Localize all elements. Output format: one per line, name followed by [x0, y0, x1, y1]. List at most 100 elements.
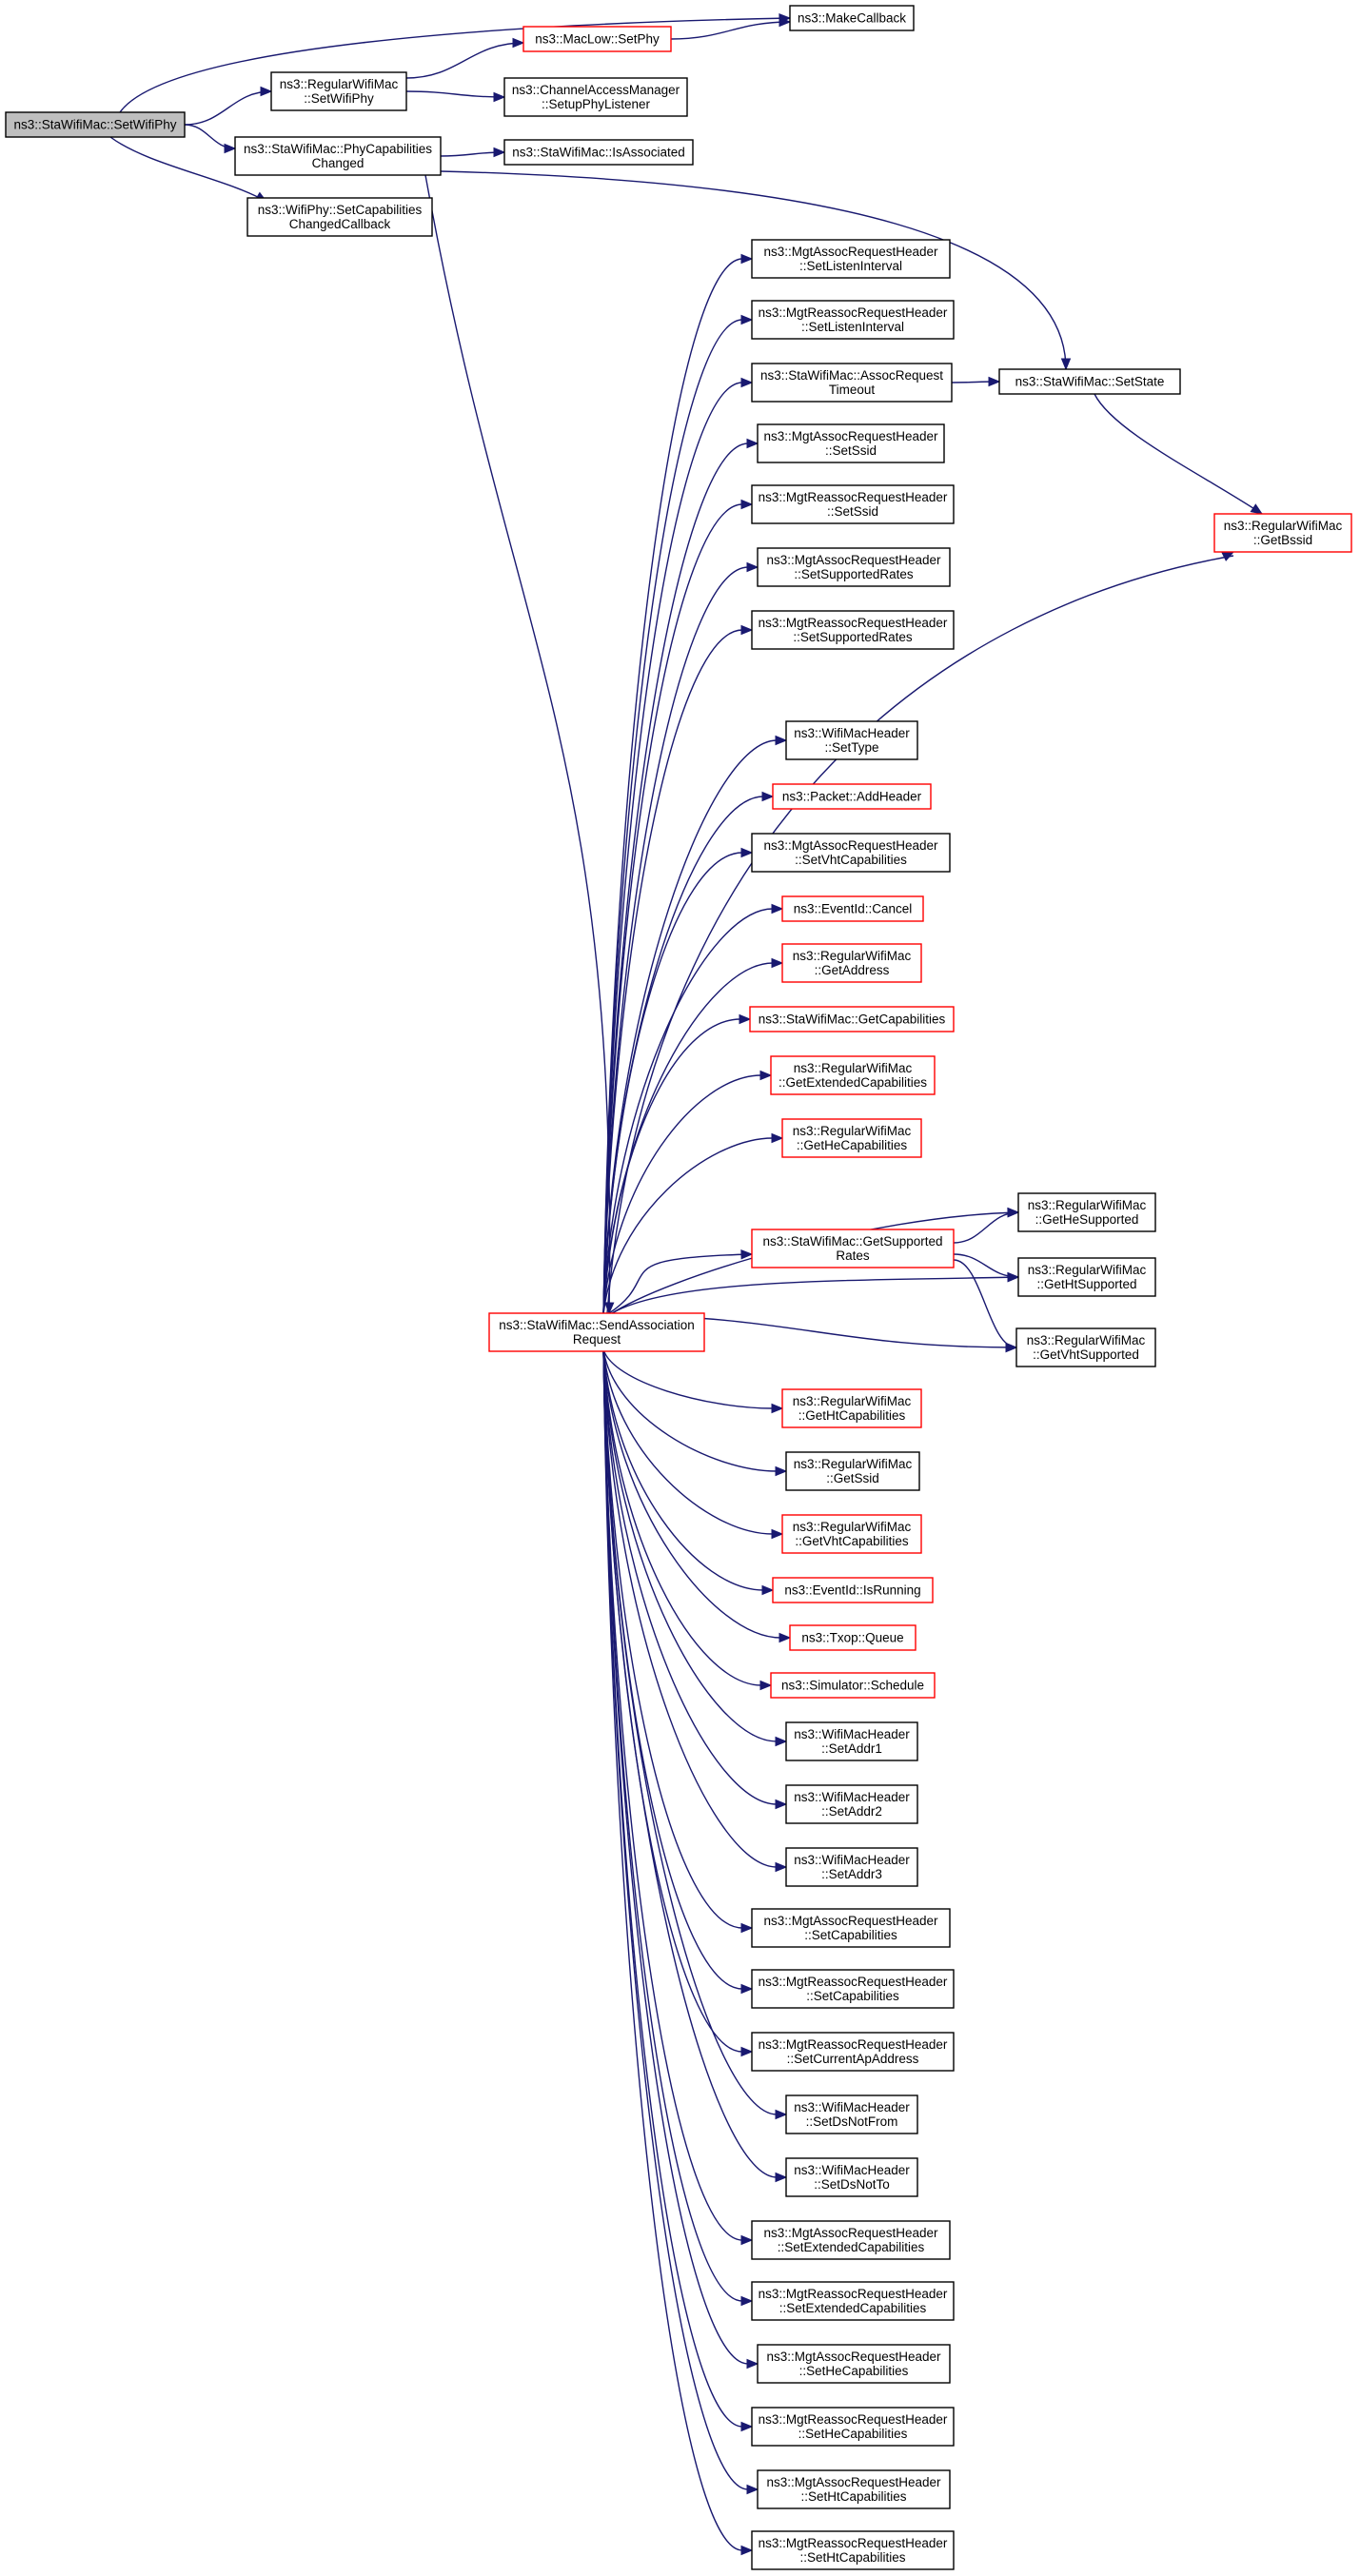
node-label: ns3::MgtReassocRequestHeader	[759, 616, 948, 630]
node-ns3-stawifimac-isassociated[interactable]: ns3::StaWifiMac::IsAssociated	[503, 139, 694, 166]
node-ns3-regularwifimac-getvhtsupported[interactable]: ns3::RegularWifiMac::GetVhtSupported	[1015, 1327, 1156, 1367]
node-ns3-regularwifimac-getvhtcapabilities[interactable]: ns3::RegularWifiMac::GetVhtCapabilities	[781, 1514, 922, 1554]
node-label: ns3::RegularWifiMac	[1027, 1333, 1146, 1347]
edge-n8-n10	[606, 555, 1234, 1314]
node-box	[785, 720, 918, 760]
node-label: ns3::MgtReassocRequestHeader	[759, 1975, 948, 1989]
node-label: ns3::MgtReassocRequestHeader	[759, 2287, 948, 2301]
edge-n8-c36	[602, 1348, 743, 2551]
node-ns3-wifimacheader-setdsnotfrom[interactable]: ns3::WifiMacHeader::SetDsNotFrom	[785, 2094, 918, 2134]
node-ns3-stawifimac-setstate[interactable]: ns3::StaWifiMac::SetState	[998, 368, 1181, 395]
node-ns3-wifimacheader-setdsnotto[interactable]: ns3::WifiMacHeader::SetDsNotTo	[785, 2157, 918, 2197]
node-ns3-regularwifimac-getaddress[interactable]: ns3::RegularWifiMac::GetAddress	[781, 943, 922, 983]
arrowhead	[771, 1132, 784, 1144]
node-ns3-wifiphy-setcapabilitieschangedcallback[interactable]: ns3::WifiPhy::SetCapabilitiesChangedCall…	[246, 197, 433, 237]
node-label: ::SetAddr2	[821, 1804, 882, 1819]
node-ns3-makecallback[interactable]: ns3::MakeCallback	[789, 5, 915, 31]
node-ns3-regularwifimac-getextendedcapabilities[interactable]: ns3::RegularWifiMac::GetExtendedCapabili…	[770, 1055, 936, 1095]
node-ns3-stawifimac-getcapabilities[interactable]: ns3::StaWifiMac::GetCapabilities	[749, 1006, 955, 1032]
node-box	[770, 1055, 936, 1095]
node-box	[751, 2032, 955, 2072]
node-label: ::GetHtCapabilities	[798, 1408, 906, 1423]
edge-n8-c11	[602, 908, 774, 1316]
edge-n0-n7	[109, 136, 267, 203]
node-label: ::GetHtSupported	[1036, 1277, 1136, 1291]
node-label: ::SetHtCapabilities	[800, 2489, 906, 2504]
node-label: ns3::StaWifiMac::GetCapabilities	[759, 1013, 946, 1027]
node-ns3-wifimacheader-setaddr3[interactable]: ns3::WifiMacHeader::SetAddr3	[785, 1847, 918, 1887]
node-ns3-wifimacheader-settype[interactable]: ns3::WifiMacHeader::SetType	[785, 720, 918, 760]
node-ns3-mgtreassocrequestheader-setcapabilities[interactable]: ns3::MgtReassocRequestHeader::SetCapabil…	[751, 1969, 955, 2009]
node-ns3-mgtassocrequestheader-setlisteninterval[interactable]: ns3::MgtAssocRequestHeader::SetListenInt…	[751, 239, 951, 279]
node-label: ns3::WifiPhy::SetCapabilities	[258, 203, 423, 217]
node-label: ::SetListenInterval	[799, 259, 902, 273]
edge-n0-n1	[119, 17, 791, 113]
node-ns3-mgtreassocrequestheader-setlisteninterval[interactable]: ns3::MgtReassocRequestHeader::SetListenI…	[751, 300, 955, 340]
node-ns3-stawifimac-setwifiphy[interactable]: ns3::StaWifiMac::SetWifiPhy	[5, 111, 186, 138]
node-ns3-mgtreassocrequestheader-setextendedcapabilities[interactable]: ns3::MgtReassocRequestHeader::SetExtende…	[751, 2281, 955, 2321]
arrowhead	[493, 147, 506, 158]
node-ns3-mgtassocrequestheader-setextendedcapabilities[interactable]: ns3::MgtAssocRequestHeader::SetExtendedC…	[751, 2220, 951, 2260]
node-ns3-eventid-cancel[interactable]: ns3::EventId::Cancel	[781, 895, 924, 922]
node-ns3-mgtassocrequestheader-setsupportedrates[interactable]: ns3::MgtAssocRequestHeader::SetSupported…	[757, 547, 951, 587]
node-ns3-channelaccessmanager-setupphylistener[interactable]: ns3::ChannelAccessManager::SetupPhyListe…	[503, 77, 688, 117]
node-ns3-eventid-isrunning[interactable]: ns3::EventId::IsRunning	[772, 1577, 934, 1603]
node-ns3-mgtassocrequestheader-setcapabilities[interactable]: ns3::MgtAssocRequestHeader::SetCapabilit…	[751, 1908, 951, 1948]
node-ns3-regularwifimac-gethtsupported[interactable]: ns3::RegularWifiMac::GetHtSupported	[1017, 1257, 1156, 1297]
node-label: ::GetVhtSupported	[1033, 1347, 1139, 1362]
node-ns3-regularwifimac-gethtcapabilities[interactable]: ns3::RegularWifiMac::GetHtCapabilities	[781, 1388, 922, 1428]
arrowhead	[1250, 503, 1264, 515]
node-box	[751, 1908, 951, 1948]
node-ns3-simulator-schedule[interactable]: ns3::Simulator::Schedule	[770, 1672, 936, 1699]
node-label: ns3::WifiMacHeader	[794, 1727, 910, 1741]
arrowhead	[512, 37, 525, 49]
node-label: ns3::MgtReassocRequestHeader	[759, 2536, 948, 2550]
arrowhead	[1005, 1342, 1018, 1353]
node-box	[781, 1388, 922, 1428]
node-ns3-mgtreassocrequestheader-sethecapabilities[interactable]: ns3::MgtReassocRequestHeader::SetHeCapab…	[751, 2407, 955, 2447]
node-label: ns3::RegularWifiMac	[794, 1457, 913, 1471]
node-ns3-mgtassocrequestheader-sethecapabilities[interactable]: ns3::MgtAssocRequestHeader::SetHeCapabil…	[757, 2344, 951, 2384]
node-label: ns3::RegularWifiMac	[1028, 1263, 1147, 1277]
node-ns3-maclow-setphy[interactable]: ns3::MacLow::SetPhy	[522, 26, 672, 52]
node-ns3-regularwifimac-getssid[interactable]: ns3::RegularWifiMac::GetSsid	[785, 1451, 920, 1491]
node-ns3-mgtreassocrequestheader-setssid[interactable]: ns3::MgtReassocRequestHeader::SetSsid	[751, 484, 955, 524]
node-label: ns3::MgtAssocRequestHeader	[763, 838, 938, 853]
node-ns3-mgtreassocrequestheader-setcurrentapaddress[interactable]: ns3::MgtReassocRequestHeader::SetCurrent…	[751, 2032, 955, 2072]
arrowhead	[740, 377, 754, 388]
node-ns3-mgtreassocrequestheader-sethtcapabilities[interactable]: ns3::MgtReassocRequestHeader::SetHtCapab…	[751, 2530, 955, 2570]
node-ns3-mgtassocrequestheader-setvhtcapabilities[interactable]: ns3::MgtAssocRequestHeader::SetVhtCapabi…	[751, 833, 951, 873]
arrowhead	[740, 2295, 754, 2307]
node-ns3-wifimacheader-setaddr1[interactable]: ns3::WifiMacHeader::SetAddr1	[785, 1721, 918, 1761]
node-label: ::SetWifiPhy	[304, 91, 374, 106]
arrowhead	[746, 2484, 759, 2495]
node-box	[751, 300, 955, 340]
node-box	[5, 111, 186, 138]
node-box	[751, 1969, 955, 2009]
node-label: ::SetSsid	[827, 504, 878, 519]
node-ns3-regularwifimac-gethecapabilities[interactable]: ns3::RegularWifiMac::GetHeCapabilities	[781, 1118, 922, 1158]
node-box	[751, 2407, 955, 2447]
node-ns3-regularwifimac-getbssid[interactable]: ns3::RegularWifiMac::GetBssid	[1213, 513, 1352, 553]
node-label: ::SetDsNotTo	[814, 2177, 890, 2192]
node-label: ns3::StaWifiMac::SetWifiPhy	[13, 118, 176, 132]
node-ns3-packet-addheader[interactable]: ns3::Packet::AddHeader	[772, 783, 932, 810]
node-ns3-mgtreassocrequestheader-setsupportedrates[interactable]: ns3::MgtReassocRequestHeader::SetSupport…	[751, 610, 955, 650]
node-ns3-mgtassocrequestheader-sethtcapabilities[interactable]: ns3::MgtAssocRequestHeader::SetHtCapabil…	[757, 2469, 951, 2509]
node-ns3-mgtassocrequestheader-setssid[interactable]: ns3::MgtAssocRequestHeader::SetSsid	[757, 423, 945, 463]
arrowhead	[1007, 1271, 1020, 1283]
node-ns3-txop-queue[interactable]: ns3::Txop::Queue	[789, 1624, 917, 1651]
node-label: ns3::StaWifiMac::AssocRequest	[760, 368, 943, 383]
node-ns3-regularwifimac-gethesupported[interactable]: ns3::RegularWifiMac::GetHeSupported	[1017, 1192, 1156, 1232]
node-ns3-regularwifimac-setwifiphy[interactable]: ns3::RegularWifiMac::SetWifiPhy	[270, 71, 407, 111]
node-label: ::SetListenInterval	[801, 320, 904, 334]
arrowhead	[779, 1632, 792, 1643]
edge-n8-c14	[602, 1074, 762, 1316]
node-ns3-wifimacheader-setaddr2[interactable]: ns3::WifiMacHeader::SetAddr2	[785, 1784, 918, 1824]
edge-n8-c10	[602, 852, 743, 1316]
arrowhead	[740, 1983, 754, 1995]
